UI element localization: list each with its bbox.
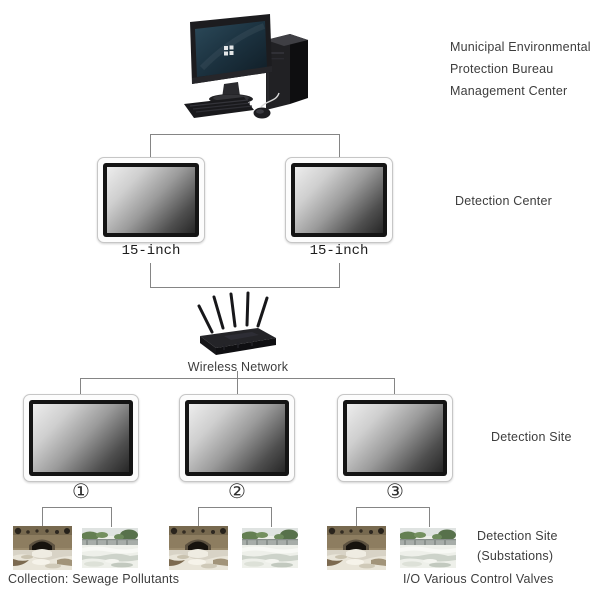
io-valves-caption: I/O Various Control Valves bbox=[403, 572, 554, 586]
treatment-plant-photo bbox=[242, 528, 298, 568]
monitor-size-label-1: 15-inch bbox=[121, 243, 181, 259]
monitor-bezel bbox=[29, 400, 133, 476]
sewage-outfall-photo bbox=[327, 526, 386, 570]
branch-drop-line-3 bbox=[394, 378, 395, 395]
station-number-3: ③ bbox=[386, 479, 404, 503]
desktop-computer-icon bbox=[182, 8, 314, 122]
substations-label-line2: (Substations) bbox=[477, 549, 554, 563]
monitor-size-label-2: 15-inch bbox=[309, 243, 369, 259]
connector-router-bracket bbox=[150, 263, 340, 288]
management-center-label-line2: Protection Bureau bbox=[450, 62, 554, 76]
branch-drop-line-1 bbox=[80, 378, 81, 395]
detection-center-monitor-2 bbox=[285, 157, 393, 243]
management-center-label-line3: Management Center bbox=[450, 84, 568, 98]
monitor-screen bbox=[295, 167, 383, 233]
station-number-2: ② bbox=[228, 479, 246, 503]
monitor-screen bbox=[107, 167, 195, 233]
sewage-outfall-photo bbox=[13, 526, 72, 570]
detection-site-label: Detection Site bbox=[491, 430, 572, 444]
branch-stub-line bbox=[237, 371, 238, 378]
substation-bracket-2 bbox=[198, 507, 272, 527]
monitor-screen bbox=[33, 404, 129, 472]
substation-bracket-1 bbox=[42, 507, 112, 527]
collection-caption: Collection: Sewage Pollutants bbox=[8, 572, 180, 586]
management-center-label-line1: Municipal Environmental bbox=[450, 40, 591, 54]
detection-site-monitor-3 bbox=[337, 394, 453, 482]
wireless-network-label: Wireless Network bbox=[187, 360, 289, 374]
connector-center-bracket bbox=[150, 134, 340, 158]
monitor-screen bbox=[189, 404, 285, 472]
detection-center-label: Detection Center bbox=[455, 194, 552, 208]
detection-site-monitor-2 bbox=[179, 394, 295, 482]
station-number-1: ① bbox=[72, 479, 90, 503]
monitor-screen bbox=[347, 404, 443, 472]
treatment-plant-photo bbox=[82, 528, 138, 568]
management-center-label: Municipal Environmental Protection Burea… bbox=[450, 36, 591, 102]
sewage-outfall-photo bbox=[169, 526, 228, 570]
detection-center-monitor-1 bbox=[97, 157, 205, 243]
substations-label-line1: Detection Site bbox=[477, 529, 558, 543]
monitor-bezel bbox=[343, 400, 447, 476]
substations-label: Detection Site (Substations) bbox=[477, 526, 558, 566]
detection-site-monitor-1 bbox=[23, 394, 139, 482]
treatment-plant-photo bbox=[400, 528, 456, 568]
substation-bracket-3 bbox=[356, 507, 430, 527]
wireless-router-icon bbox=[194, 290, 282, 358]
branch-drop-line-2 bbox=[237, 378, 238, 395]
monitor-bezel bbox=[103, 163, 199, 237]
monitor-bezel bbox=[291, 163, 387, 237]
monitor-bezel bbox=[185, 400, 289, 476]
